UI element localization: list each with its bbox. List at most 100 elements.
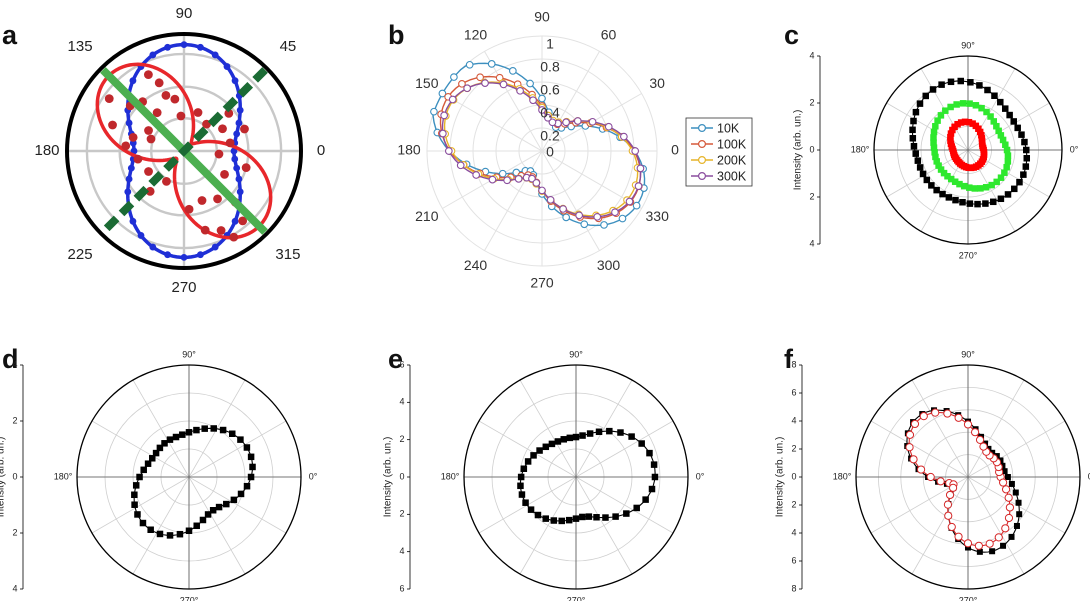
point-red-dot	[170, 94, 180, 104]
angle-label: 330	[646, 208, 670, 224]
point-blue	[197, 43, 204, 51]
point-green	[959, 100, 967, 107]
point-black	[152, 449, 160, 457]
point-red_open	[979, 442, 988, 451]
angle-label: 180	[34, 142, 59, 159]
y-axis-label: Intensity (arb. un.)	[0, 437, 7, 518]
point-black	[651, 473, 659, 481]
point-red_open	[905, 430, 915, 439]
radial-tick-label: 8	[791, 583, 796, 593]
point-black	[229, 430, 236, 437]
outer-ring	[873, 55, 1063, 245]
point-red	[978, 131, 985, 139]
point-red-dot	[218, 124, 227, 134]
panel-label-f: f	[784, 344, 794, 374]
point-black	[984, 86, 991, 94]
point-black	[134, 511, 141, 518]
point-black	[132, 482, 140, 489]
point-10K	[580, 220, 589, 229]
point-red-dot	[108, 120, 117, 130]
y-axis-label: Intensity (arb. un.)	[383, 437, 394, 518]
point-black	[612, 513, 619, 520]
y-axis-label: Intensity (arb. un.)	[775, 437, 786, 518]
point-blue	[233, 164, 241, 172]
point-300K	[631, 147, 640, 155]
radial-tick: 0	[546, 144, 554, 160]
point-300K	[548, 118, 557, 127]
point-red-dot	[240, 124, 249, 134]
point-black	[1012, 489, 1019, 496]
line-45-dashed	[100, 67, 268, 235]
point-black	[144, 460, 152, 467]
radial-tick-label: 4	[791, 415, 796, 425]
point-black	[991, 92, 998, 99]
point-red-dot	[143, 70, 153, 80]
point-black	[215, 503, 223, 511]
point-green	[951, 178, 959, 185]
point-10K	[487, 60, 496, 68]
point-red_open	[1001, 485, 1011, 494]
point-red-dot	[238, 216, 248, 226]
point-blue	[125, 119, 133, 127]
radial-tick-label: 4	[809, 50, 814, 60]
angle-label: 180°	[54, 471, 73, 481]
point-300K	[503, 176, 511, 185]
point-green	[931, 149, 938, 156]
radial-tick-label: 4	[809, 238, 814, 248]
point-black	[139, 519, 147, 527]
point-red_open	[943, 500, 953, 509]
radial-tick-label: 2	[12, 527, 17, 537]
point-red_open	[999, 478, 1008, 487]
point-green	[930, 128, 938, 136]
point-black	[136, 473, 143, 481]
point-300K	[636, 164, 645, 173]
point-300K	[593, 212, 602, 221]
radial-tick-label: 0	[809, 144, 814, 154]
angle-label: 0	[317, 142, 325, 159]
legend-box	[685, 117, 753, 187]
point-black	[1006, 111, 1013, 119]
point-300K	[620, 132, 628, 141]
grid-spoke	[442, 93, 642, 209]
radial-tick-label: 6	[791, 387, 796, 397]
point-black	[646, 449, 653, 457]
point-green	[932, 153, 939, 161]
point-black	[185, 527, 193, 535]
angle-label: 270	[530, 275, 554, 291]
point-green	[935, 162, 942, 169]
point-green	[944, 172, 951, 180]
point-blue	[197, 251, 204, 259]
point-black	[199, 516, 207, 524]
panel-label-d: d	[2, 344, 19, 374]
angle-label: 60	[601, 27, 617, 43]
point-green	[1004, 152, 1012, 159]
point-300K	[611, 208, 619, 217]
panel-label-b: b	[388, 20, 405, 50]
point-black	[534, 511, 542, 519]
point-black	[579, 432, 586, 439]
point-black	[1023, 155, 1031, 162]
legend-entry: 10K	[717, 121, 740, 135]
point-300K	[588, 117, 597, 126]
point-blue	[223, 63, 231, 70]
point-red_open	[970, 428, 980, 437]
point-red	[980, 149, 988, 156]
angle-label: 90°	[182, 349, 196, 359]
point-black	[554, 438, 562, 445]
point-black	[650, 461, 658, 468]
point-black	[990, 198, 997, 206]
point-black	[520, 465, 528, 472]
radial-tick-label: 0	[791, 471, 796, 481]
point-blue	[129, 217, 137, 225]
point-black	[997, 98, 1004, 106]
radial-tick-label: 2	[399, 509, 404, 519]
point-300K	[472, 171, 481, 179]
point-green	[956, 180, 963, 188]
point-black	[572, 433, 580, 441]
point-300K	[544, 113, 552, 122]
point-green	[978, 104, 985, 112]
point-black	[919, 170, 927, 178]
point-black	[527, 506, 535, 513]
point-green	[1001, 169, 1008, 176]
point-blue	[211, 51, 219, 59]
